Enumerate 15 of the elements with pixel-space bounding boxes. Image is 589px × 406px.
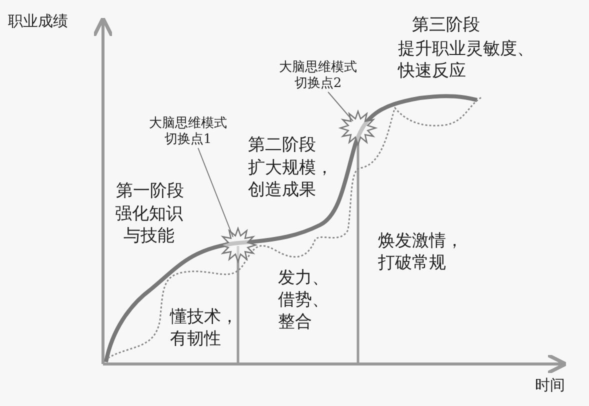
annotation-text: 懂技术，有韧性 (170, 306, 239, 350)
callout-text: 大脑思维模式切换点1 (146, 116, 230, 148)
annotation-text: 扩大规模，创造成果 (248, 157, 334, 202)
axis-label: 职业成绩 (8, 12, 69, 32)
annotation-text: 第一阶段 (116, 180, 185, 202)
annotation-text: 发力、借势、整合 (278, 267, 330, 334)
leader-line (328, 92, 354, 122)
annotation-text: 焕发激情，打破常规 (378, 230, 464, 274)
annotation-text: 强化知识与技能 (114, 203, 184, 248)
annotation-text: 第三阶段 (412, 14, 481, 36)
callout-text: 大脑思维模式切换点2 (276, 60, 360, 92)
axis-label: 时间 (535, 376, 566, 396)
leader-line (198, 148, 234, 238)
annotation-text: 提升职业灵敏度、快速反应 (398, 38, 535, 82)
annotation-text: 第二阶段 (248, 134, 317, 156)
